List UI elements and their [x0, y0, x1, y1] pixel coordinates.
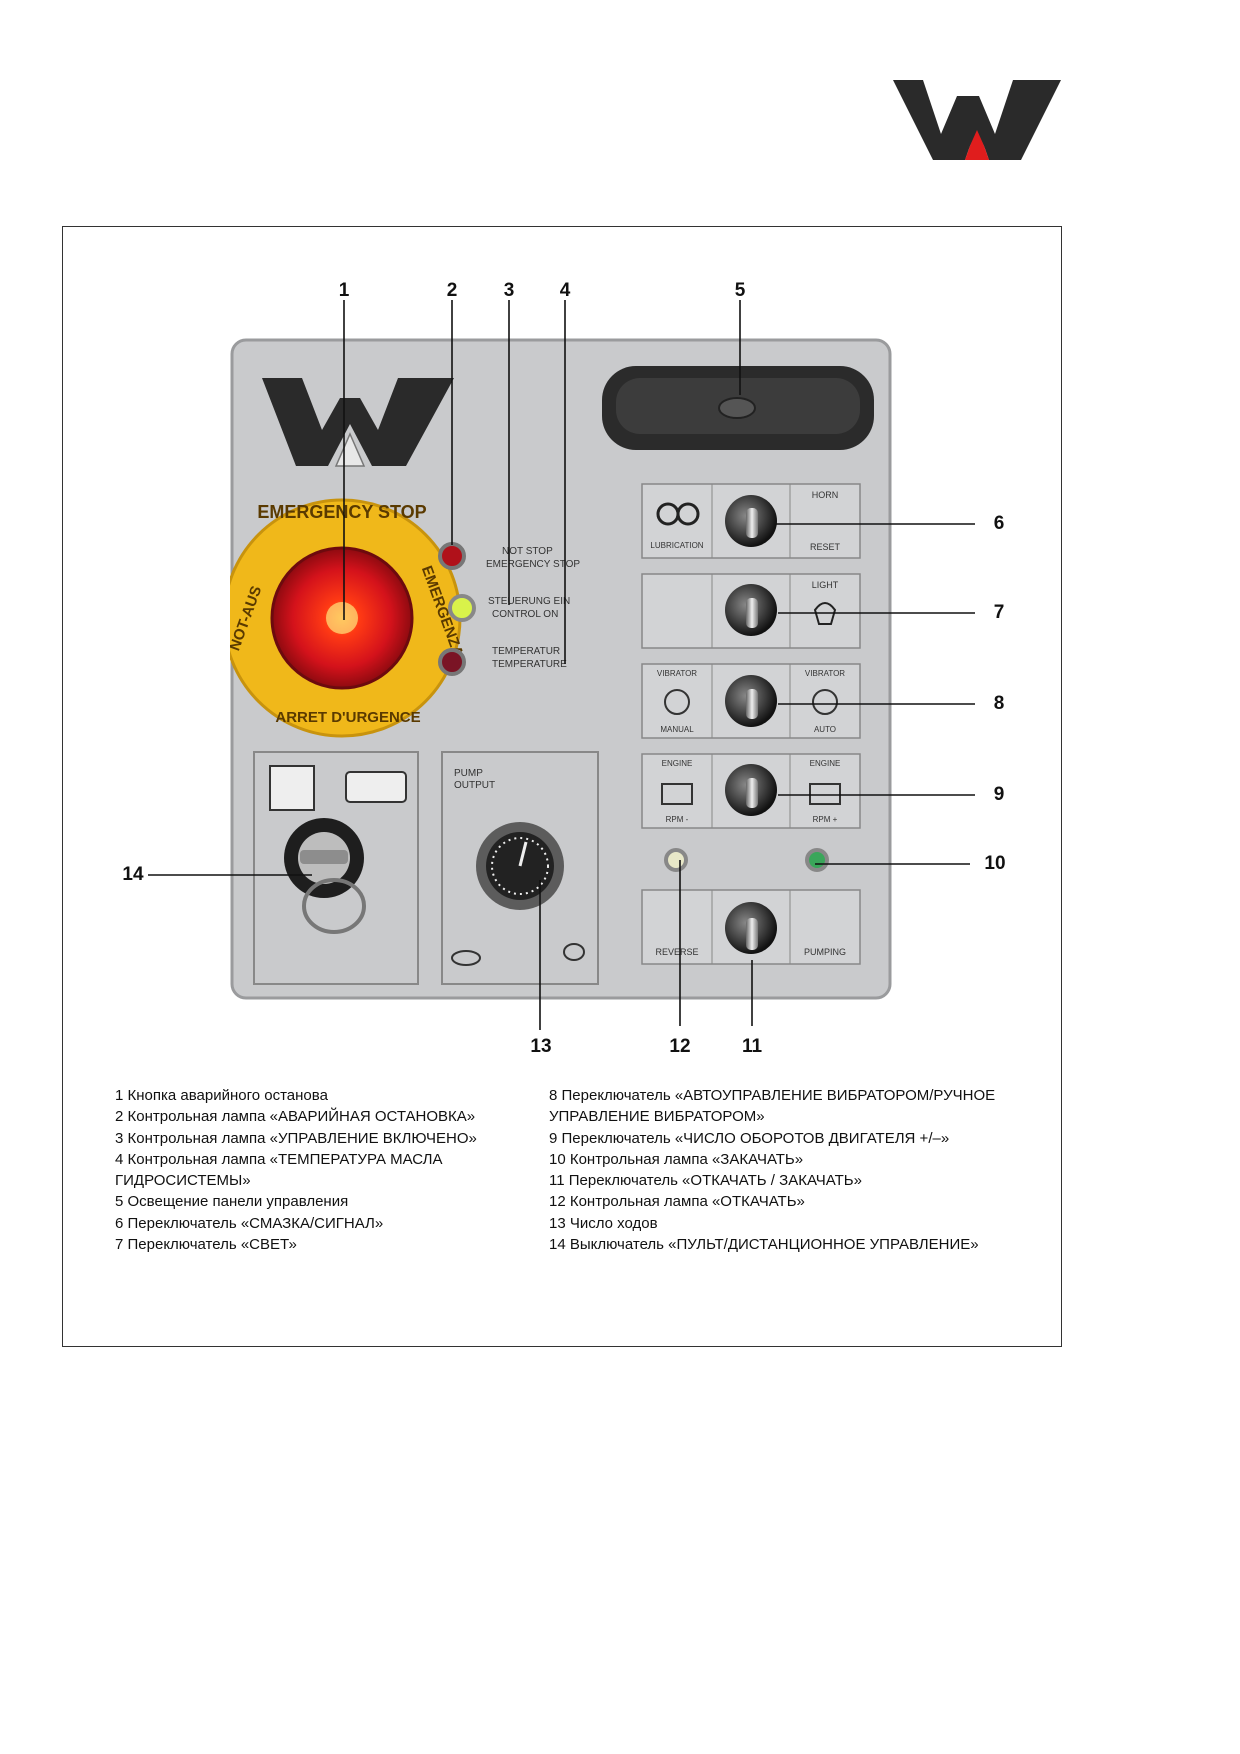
reverse-label: REVERSE — [655, 947, 698, 957]
legend-item: 12 Контрольная лампа «ОТКАЧАТЬ» — [549, 1193, 805, 1211]
lubrication-label: LUBRICATION — [650, 541, 703, 550]
legend-item: 9 Переключатель «ЧИСЛО ОБОРОТОВ ДВИГАТЕЛ… — [549, 1129, 950, 1147]
engine-plus-label: ENGINE — [810, 759, 841, 768]
legend-item: 10 Контрольная лампа «ЗАКАЧАТЬ» — [549, 1150, 804, 1168]
callout-14: 14 — [122, 864, 144, 885]
remote-key-box — [253, 751, 419, 985]
toggle-switch-vibrator[interactable] — [725, 675, 777, 727]
callout-11: 11 — [741, 1036, 763, 1057]
emergency-ring-label: EMERGENCY STOP — [257, 502, 426, 522]
legend-item: 7 Переключатель «СВЕТ» — [115, 1236, 297, 1254]
legend-item: 13 Число ходов — [549, 1214, 658, 1232]
toggle-switch-lubrication-horn[interactable] — [725, 495, 777, 547]
legend-item: 1 Кнопка аварийного останова — [115, 1087, 328, 1104]
callout-7: 7 — [993, 602, 1005, 623]
vibrator-auto-top-label: VIBRATOR — [805, 669, 845, 678]
panel-light-housing — [602, 366, 874, 450]
arret-label: ARRET D'URGENCE — [275, 709, 420, 726]
legend-item: 11 Переключатель «ОТКАЧАТЬ / ЗАКАЧАТЬ» — [549, 1172, 862, 1190]
reset-label: RESET — [810, 542, 841, 552]
legend-item: 8 Переключатель «АВТОУПРАВЛЕНИЕ ВИБРАТОР… — [549, 1087, 996, 1126]
figure-frame — [62, 226, 1062, 1347]
callout-1: 1 — [338, 280, 350, 301]
rpm-plus-label: RPM + — [813, 815, 838, 824]
vibrator-manual-label: MANUAL — [660, 725, 694, 734]
engine-minus-label: ENGINE — [662, 759, 693, 768]
legend-right: 8 Переключатель «АВТОУПРАВЛЕНИЕ ВИБРАТОР… — [549, 1085, 1049, 1255]
stroke-rate-dial[interactable] — [476, 822, 564, 910]
lamp-emergency-stop — [438, 542, 466, 570]
legend-item: 2 Контрольная лампа «АВАРИЙНАЯ ОСТАНОВКА… — [115, 1108, 476, 1126]
legend-item: 4 Контрольная лампа «ТЕМПЕРАТУРА МАСЛА Г… — [115, 1150, 443, 1190]
callout-13: 13 — [530, 1036, 552, 1057]
callout-8: 8 — [993, 693, 1005, 714]
callout-3: 3 — [503, 280, 515, 301]
callout-5: 5 — [734, 280, 746, 301]
callout-6: 6 — [993, 513, 1005, 534]
legend-item: 5 Освещение панели управления — [115, 1193, 349, 1211]
pumping-label: PUMPING — [804, 947, 846, 957]
legend-item: 6 Переключатель «СМАЗКА/СИГНАЛ» — [115, 1214, 384, 1232]
lamp-pumping — [805, 848, 829, 872]
remote-key-switch[interactable] — [284, 818, 366, 934]
vibrator-auto-label: AUTO — [814, 725, 836, 734]
legend-left: 1 Кнопка аварийного останова 2 Контрольн… — [115, 1085, 545, 1255]
callout-2: 2 — [446, 280, 458, 301]
callout-12: 12 — [669, 1036, 691, 1057]
horn-label: HORN — [812, 490, 839, 500]
toggle-switch-pump[interactable] — [725, 902, 777, 954]
lamp-temperature — [438, 648, 466, 676]
emergency-stop-button[interactable] — [230, 498, 462, 738]
company-logo — [893, 80, 1061, 160]
callout-9: 9 — [993, 784, 1005, 805]
legend-item: 14 Выключатель «ПУЛЬТ/ДИСТАНЦИОННОЕ УПРА… — [549, 1236, 979, 1254]
legend-item: 3 Контрольная лампа «УПРАВЛЕНИЕ ВКЛЮЧЕНО… — [115, 1129, 477, 1147]
control-panel-photo: EMERGENCY STOP EMERGENZA NOT-AUS ARRET D… — [230, 338, 892, 1000]
vibrator-manual-top-label: VIBRATOR — [657, 669, 697, 678]
callout-4: 4 — [559, 280, 571, 301]
rpm-minus-label: RPM - — [666, 815, 689, 824]
lamp-control-on — [448, 594, 476, 622]
light-label: LIGHT — [812, 580, 839, 590]
toggle-switch-engine-rpm[interactable] — [725, 764, 777, 816]
toggle-switch-light[interactable] — [725, 584, 777, 636]
lamp-reverse — [664, 848, 688, 872]
callout-10: 10 — [984, 853, 1006, 874]
panel-logo — [262, 378, 454, 467]
